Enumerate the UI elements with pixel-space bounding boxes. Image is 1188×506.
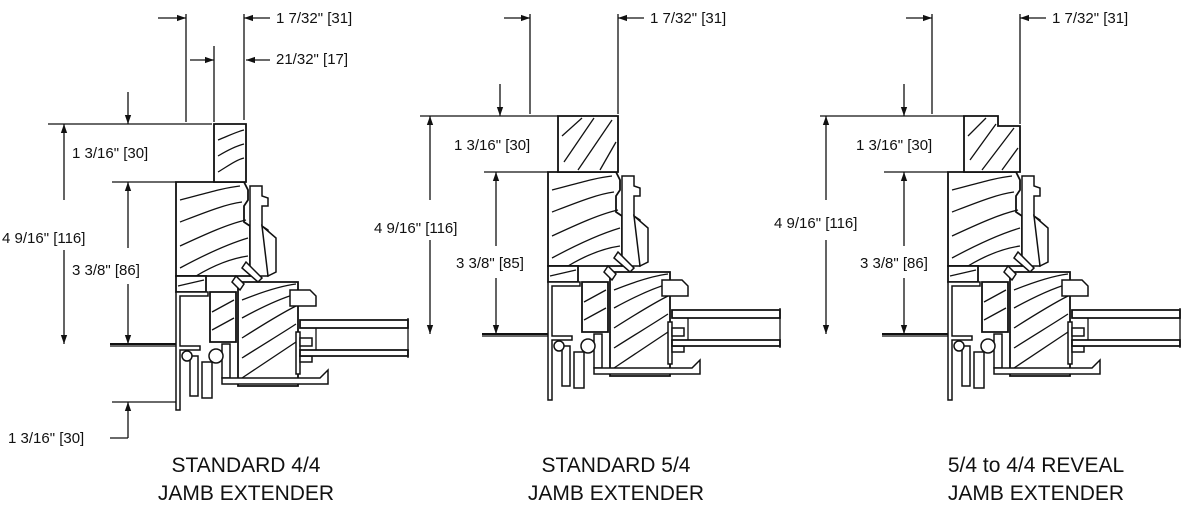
top-width-label: 1 7/32" [31] <box>1052 10 1128 27</box>
jamb-extender-piece <box>963 115 1021 173</box>
panel-standard-5-4: 1 7/32" [31] 1 3/16" [30] 4 9/16" [116] … <box>374 10 781 505</box>
bottom-offset-label: 1 3/16" [30] <box>8 430 84 447</box>
caption-line2: JAMB EXTENDER <box>948 482 1124 505</box>
top-width-label: 1 7/32" [31] <box>276 10 352 27</box>
panel-standard-4-4: 1 7/32" [31] 21/32" [17] 1 3/16" [30] 4 … <box>2 10 409 505</box>
total-height-label: 4 9/16" [116] <box>774 215 857 232</box>
jamb-extender-piece <box>213 123 247 183</box>
caption-line1: STANDARD 4/4 <box>172 454 321 477</box>
ext-height-label: 1 3/16" [30] <box>856 137 932 154</box>
jamb-height-label: 3 3/8" [86] <box>72 262 140 279</box>
jamb-height-label: 3 3/8" [85] <box>456 255 524 272</box>
jamb-extender-piece <box>557 115 619 173</box>
panel-reveal-5-4-to-4-4: 1 7/32" [31] 1 3/16" [30] 4 9/16" [116] … <box>774 10 1181 505</box>
ext-width-label: 21/32" [17] <box>276 51 348 68</box>
caption-line1: STANDARD 5/4 <box>542 454 691 477</box>
ext-height-label: 1 3/16" [30] <box>72 145 148 162</box>
total-height-label: 4 9/16" [116] <box>374 220 457 237</box>
total-height-label: 4 9/16" [116] <box>2 230 85 247</box>
top-width-label: 1 7/32" [31] <box>650 10 726 27</box>
caption-line1: 5/4 to 4/4 REVEAL <box>948 454 1124 477</box>
caption-line2: JAMB EXTENDER <box>528 482 704 505</box>
ext-height-label: 1 3/16" [30] <box>454 137 530 154</box>
caption-line2: JAMB EXTENDER <box>158 482 334 505</box>
jamb-height-label: 3 3/8" [86] <box>860 255 928 272</box>
